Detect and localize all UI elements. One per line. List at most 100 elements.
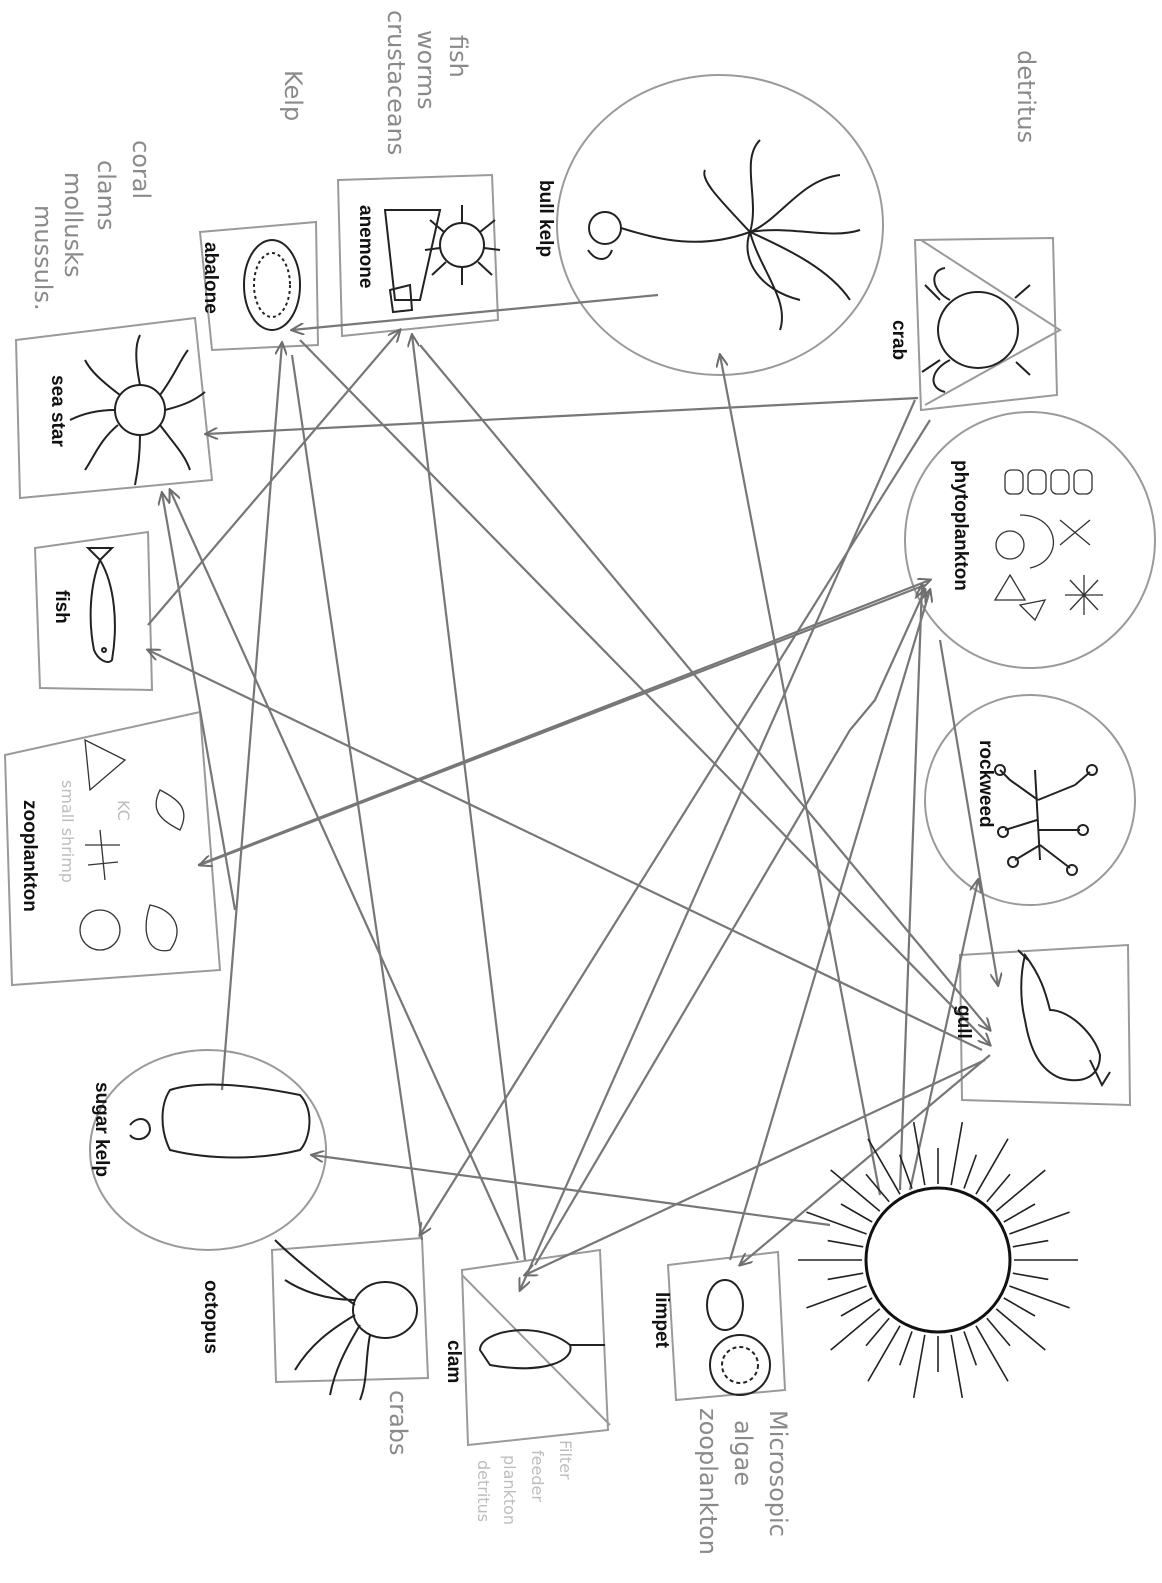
arrow-clam-to-sea-star [170, 490, 518, 1260]
note-limpet-diet-3: zooplankton [694, 1408, 722, 1555]
limpet-icon [707, 1280, 770, 1395]
sugar-kelp-frame [90, 1050, 326, 1250]
note-clam-diet-3: plankton [500, 1455, 519, 1525]
sun-ray [841, 1204, 872, 1222]
anemone-icon [385, 205, 500, 312]
phytoplankton-frame [905, 412, 1155, 668]
sun-ray [976, 1326, 1008, 1381]
note-sea-star-diet-3: mollusks [59, 172, 87, 278]
fish-icon [88, 548, 115, 662]
note-anemone-diet-2: worms [412, 30, 440, 110]
crab-frame [915, 238, 1060, 410]
note-sea-star-diet-2: clams [92, 160, 120, 230]
sugar-kelp-icon [130, 1085, 309, 1158]
note-limpet-diet-2: algae [729, 1420, 757, 1486]
label-octopus: octopus [200, 1280, 221, 1354]
sun-ray [1013, 1241, 1048, 1247]
sun-ray [964, 1155, 976, 1189]
label-gull: gull [953, 1005, 974, 1039]
rockweed-frame [925, 695, 1135, 905]
sun-ray [806, 1286, 866, 1308]
sea-star-icon [70, 335, 205, 485]
arrow-octopus-to-abalone [292, 355, 422, 1240]
note-kelp: Kelp [279, 70, 307, 121]
bull-kelp-frame [557, 75, 883, 375]
feeding-arrows [148, 295, 998, 1290]
label-phytoplankton: phytoplankton [950, 460, 971, 591]
arrow-phytoplankton-to-zooplankton [200, 585, 925, 865]
label-fish: fish [51, 590, 72, 624]
note-zooplankton-2: small shrimp [58, 780, 77, 883]
zooplankton-icon [80, 740, 184, 951]
label-abalone: abalone [200, 242, 221, 314]
note-sea-star-diet-1: coral [127, 140, 155, 199]
rockweed-icon [995, 765, 1097, 875]
sun-ray [1004, 1204, 1035, 1222]
sun-ray [996, 1309, 1045, 1350]
note-clam-diet-4: detritus [474, 1460, 493, 1522]
label-anemone: anemone [355, 205, 376, 288]
label-sea-star: sea star [47, 375, 68, 447]
sun-ray [831, 1170, 880, 1211]
sun-ray [868, 1139, 900, 1194]
clam-frame [462, 1250, 610, 1445]
note-clam-diet-2: feeder [528, 1450, 547, 1502]
arrow-sun-to-sugar-kelp [312, 1155, 830, 1225]
sun-ray [841, 1298, 872, 1316]
arrow-anemone-to-gull [420, 345, 990, 1030]
arrow-zooplankton-to-anemone [148, 330, 400, 625]
sun-ray [976, 1139, 1008, 1194]
sea-star-frame [16, 318, 212, 498]
arrow-sun-to-bull-kelp [720, 355, 880, 1195]
label-clam: clam [443, 1340, 464, 1383]
arrow-clam-to-anemone [412, 335, 525, 1260]
crab-icon [922, 268, 1030, 392]
label-bull-kelp: bull kelp [535, 180, 556, 257]
label-sugar-kelp: sugar kelp [91, 1082, 112, 1177]
note-anemone-diet-3: crustaceans [382, 10, 410, 155]
arrow-bull-kelp-to-abalone [292, 295, 658, 330]
sun-icon [798, 1122, 1078, 1398]
sun-ray [1009, 1212, 1069, 1234]
abalone-icon [244, 240, 300, 330]
arrow-crab-to-sea-star [206, 398, 918, 434]
label-rockweed: rockweed [975, 740, 996, 828]
sun-ray [987, 1318, 1010, 1346]
sun-ray [868, 1326, 900, 1381]
note-anemone-diet-1: fish [444, 35, 472, 78]
arrow-fish-to-gull [148, 650, 982, 1050]
note-limpet-diet-1: Microsopic [764, 1410, 792, 1537]
sun-ray [951, 1122, 962, 1185]
note-octopus-diet: crabs [384, 1390, 412, 1456]
sun-ray [1013, 1273, 1048, 1279]
octopus-icon [275, 1240, 417, 1400]
sun-ray [866, 1318, 889, 1346]
sun-ray [831, 1309, 880, 1350]
sun-ray [828, 1241, 863, 1247]
label-crab: crab [888, 320, 909, 360]
sun-ray [996, 1170, 1045, 1211]
clam-icon [480, 1330, 605, 1368]
sun-ray [987, 1174, 1010, 1202]
sun-ray [828, 1273, 863, 1279]
bull-kelp-icon [588, 140, 860, 330]
sun-ray [900, 1331, 912, 1365]
phytoplankton-icon [995, 470, 1103, 620]
sun-ray [1009, 1286, 1069, 1308]
sun-ray [1004, 1298, 1035, 1316]
note-sea-star-diet-4: mussuls. [29, 205, 57, 311]
arrow-crab-to-clam [520, 400, 915, 1290]
note-zooplankton-1: KC [114, 800, 133, 821]
organism-labels: bull kelp crab phytoplankton rockweed gu… [19, 180, 996, 1383]
sun-ray [914, 1335, 925, 1398]
note-clam-diet-1: Filter [556, 1440, 575, 1480]
note-detritus: detritus [1012, 50, 1040, 143]
label-zooplankton: zooplankton [19, 800, 40, 912]
sun-ray [951, 1335, 962, 1398]
arrow-clam-to-phytoplankton [535, 590, 925, 1265]
arrow-sea-star-to-gull [300, 340, 990, 1045]
label-limpet: limpet [651, 1292, 672, 1349]
gull-icon [1018, 950, 1110, 1085]
handwritten-notes: Kelp fish worms crustaceans coral clams … [29, 10, 1040, 1555]
